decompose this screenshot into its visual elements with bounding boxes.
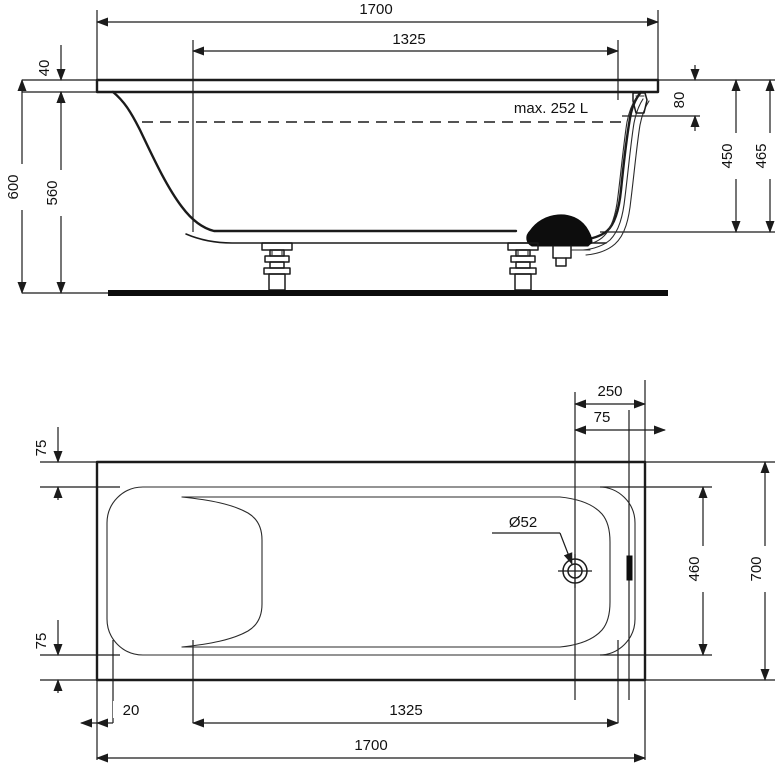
dim-elevation-560: 560 xyxy=(44,91,72,294)
plan-view: 250 75 75 75 xyxy=(33,380,776,763)
dim-plan-1700: 1700 xyxy=(96,736,646,763)
dim-elevation-450: 450 xyxy=(719,79,747,233)
dim-label-75-left-bottom: 75 xyxy=(33,633,50,650)
dim-label-450: 450 xyxy=(719,143,736,168)
waste-trap-body xyxy=(526,214,593,247)
dim-plan-75-left-top: 75 xyxy=(33,427,63,500)
plan-drain-group: Ø52 xyxy=(492,514,592,588)
dim-elevation-600: 600 xyxy=(5,79,33,294)
overflow-pipe-3 xyxy=(585,100,650,256)
dim-label-465: 465 xyxy=(753,143,770,168)
dim-label-40: 40 xyxy=(36,60,53,77)
dim-plan-250: 250 xyxy=(574,382,646,409)
dim-label-460: 460 xyxy=(686,556,703,581)
drain-diameter-label: Ø52 xyxy=(509,514,537,531)
capacity-label-group: max. 252 L xyxy=(492,99,610,118)
dim-elevation-465: 465 xyxy=(753,79,779,233)
dim-label-1700-top: 1700 xyxy=(359,1,392,18)
dim-plan-460: 460 xyxy=(686,486,714,656)
dim-label-1700-bottom: 1700 xyxy=(354,737,387,754)
overflow-pipe-2 xyxy=(582,98,644,251)
capacity-label: max. 252 L xyxy=(514,100,588,117)
dim-plan-20: 20 xyxy=(80,701,149,728)
dim-label-1325-bottom: 1325 xyxy=(389,702,422,719)
dim-label-250: 250 xyxy=(597,383,622,400)
plan-outer-rim xyxy=(95,460,647,682)
dim-plan-1325: 1325 xyxy=(192,701,619,728)
tub-right-wall xyxy=(579,90,643,242)
dim-label-1325-top: 1325 xyxy=(392,31,425,48)
dim-label-20: 20 xyxy=(123,702,140,719)
dim-plan-75-left-bottom: 75 xyxy=(33,620,63,693)
plan-overflow-slot xyxy=(626,555,633,581)
overflow-cup xyxy=(632,92,648,114)
tub-rim-band xyxy=(95,78,660,94)
dim-label-75-left-top: 75 xyxy=(33,440,50,457)
elevation-view: 1700 1325 40 560 600 xyxy=(5,0,779,296)
elevation-extension-lines xyxy=(22,10,775,294)
plan-well-right-taper xyxy=(559,496,611,648)
dim-elevation-40: 40 xyxy=(36,45,66,104)
dim-elevation-1325: 1325 xyxy=(192,29,619,56)
dim-label-560: 560 xyxy=(44,180,61,205)
overflow-waste-assembly xyxy=(526,90,650,267)
plan-well-left-taper xyxy=(181,496,263,648)
tub-shell-bottom xyxy=(185,233,607,244)
dim-label-700: 700 xyxy=(748,556,765,581)
plan-rim-inner-edge xyxy=(106,486,636,656)
dim-elevation-1700: 1700 xyxy=(96,0,659,27)
drain-leader-line xyxy=(559,532,573,565)
dim-label-75-top: 75 xyxy=(594,409,611,426)
dim-label-80: 80 xyxy=(671,92,688,109)
tub-inner-profile-left xyxy=(111,90,518,233)
overflow-pipe-1 xyxy=(578,97,637,247)
waste-outlet-stub xyxy=(555,257,567,267)
floor-line xyxy=(108,290,668,296)
dim-label-600: 600 xyxy=(5,174,22,199)
dim-plan-700: 700 xyxy=(748,461,776,681)
waste-trap-neck xyxy=(552,245,572,259)
dim-plan-75-top: 75 xyxy=(574,408,666,435)
dim-elevation-80: 80 xyxy=(671,65,700,131)
adjustable-foot-left xyxy=(261,242,293,291)
adjustable-foot-right xyxy=(507,242,539,291)
